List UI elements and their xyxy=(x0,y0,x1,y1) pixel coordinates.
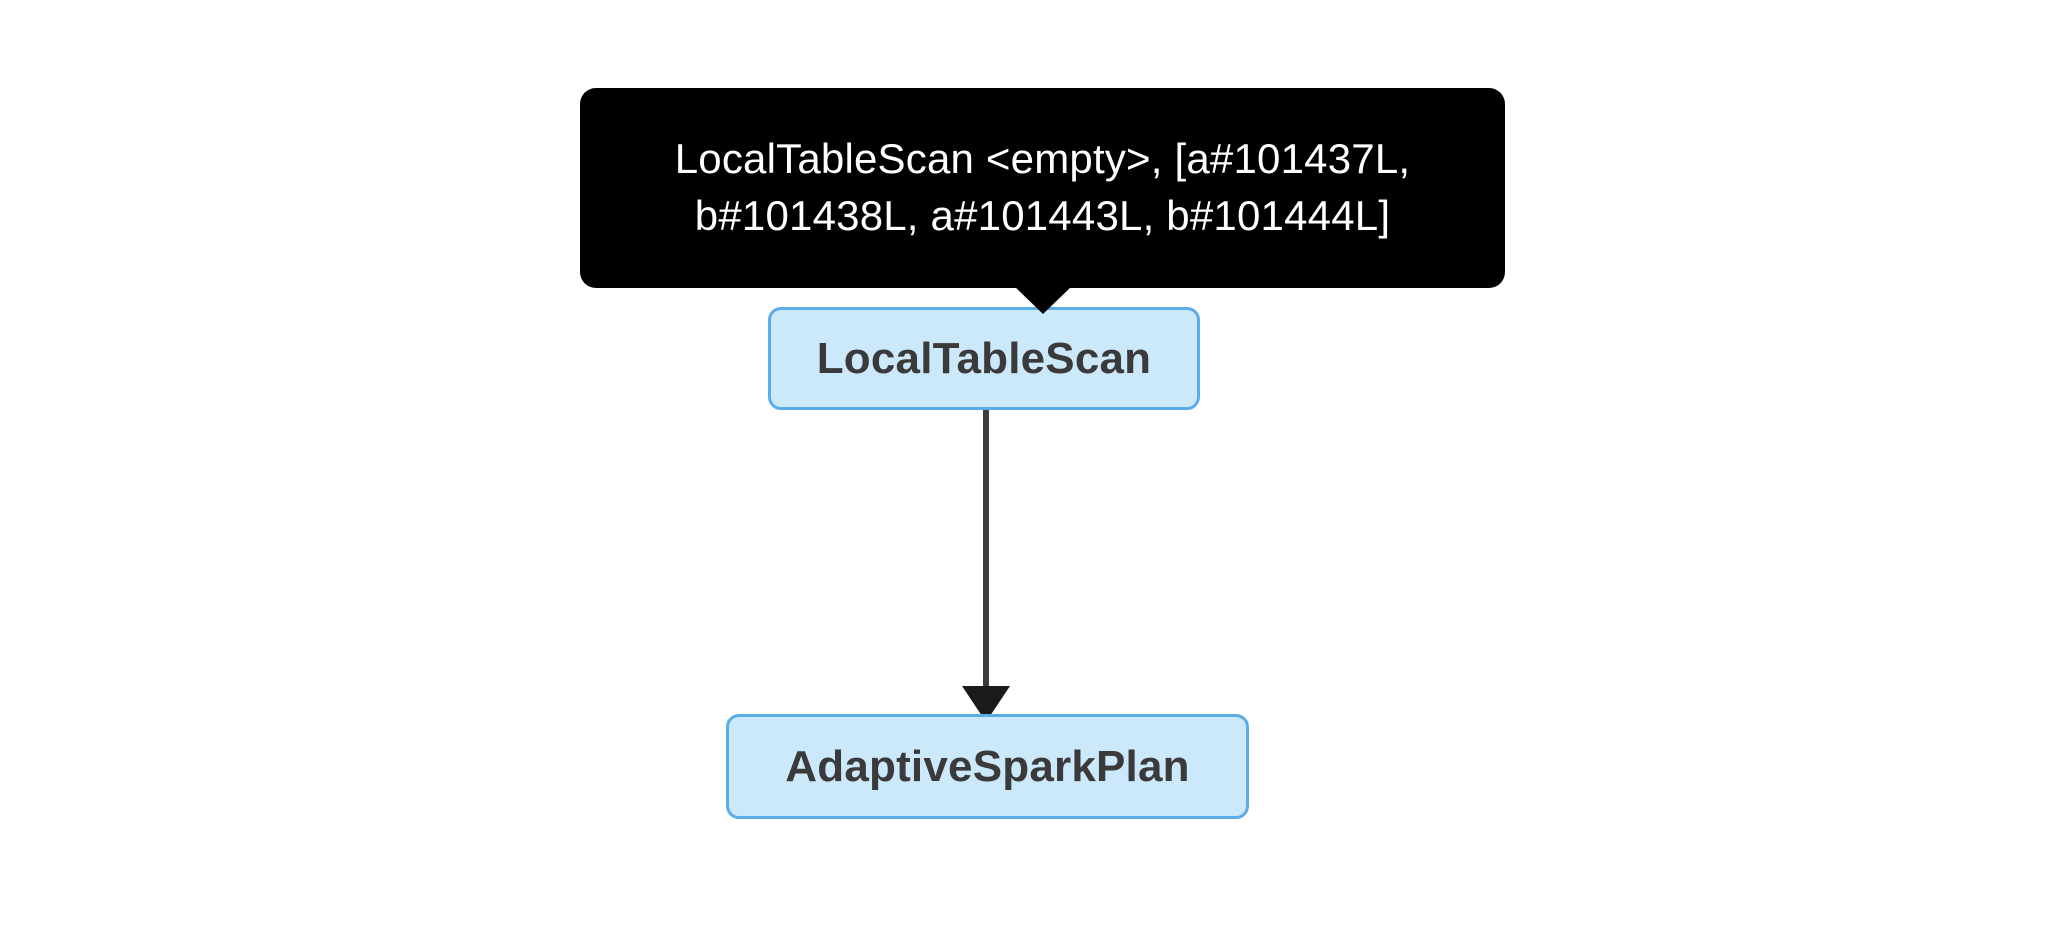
graph-node-localtablescan-label: LocalTableScan xyxy=(816,333,1152,383)
edge-localtablescan-to-adaptivesparkplan xyxy=(962,410,1010,722)
tooltip-line-1: LocalTableScan <empty>, [a#101437L, xyxy=(674,135,1411,183)
graph-node-adaptivesparkplan[interactable]: AdaptiveSparkPlan xyxy=(726,714,1249,819)
tooltip-line-2: b#101438L, a#101443L, b#101444L] xyxy=(694,192,1391,239)
graph-node-adaptivesparkplan-label: AdaptiveSparkPlan xyxy=(785,741,1190,791)
graph-node-localtablescan[interactable]: LocalTableScan xyxy=(768,307,1200,410)
localtablescan-details-tooltip: LocalTableScan <empty>, [a#101437L, b#10… xyxy=(580,88,1505,314)
tooltip-pointer-icon xyxy=(1013,286,1072,314)
